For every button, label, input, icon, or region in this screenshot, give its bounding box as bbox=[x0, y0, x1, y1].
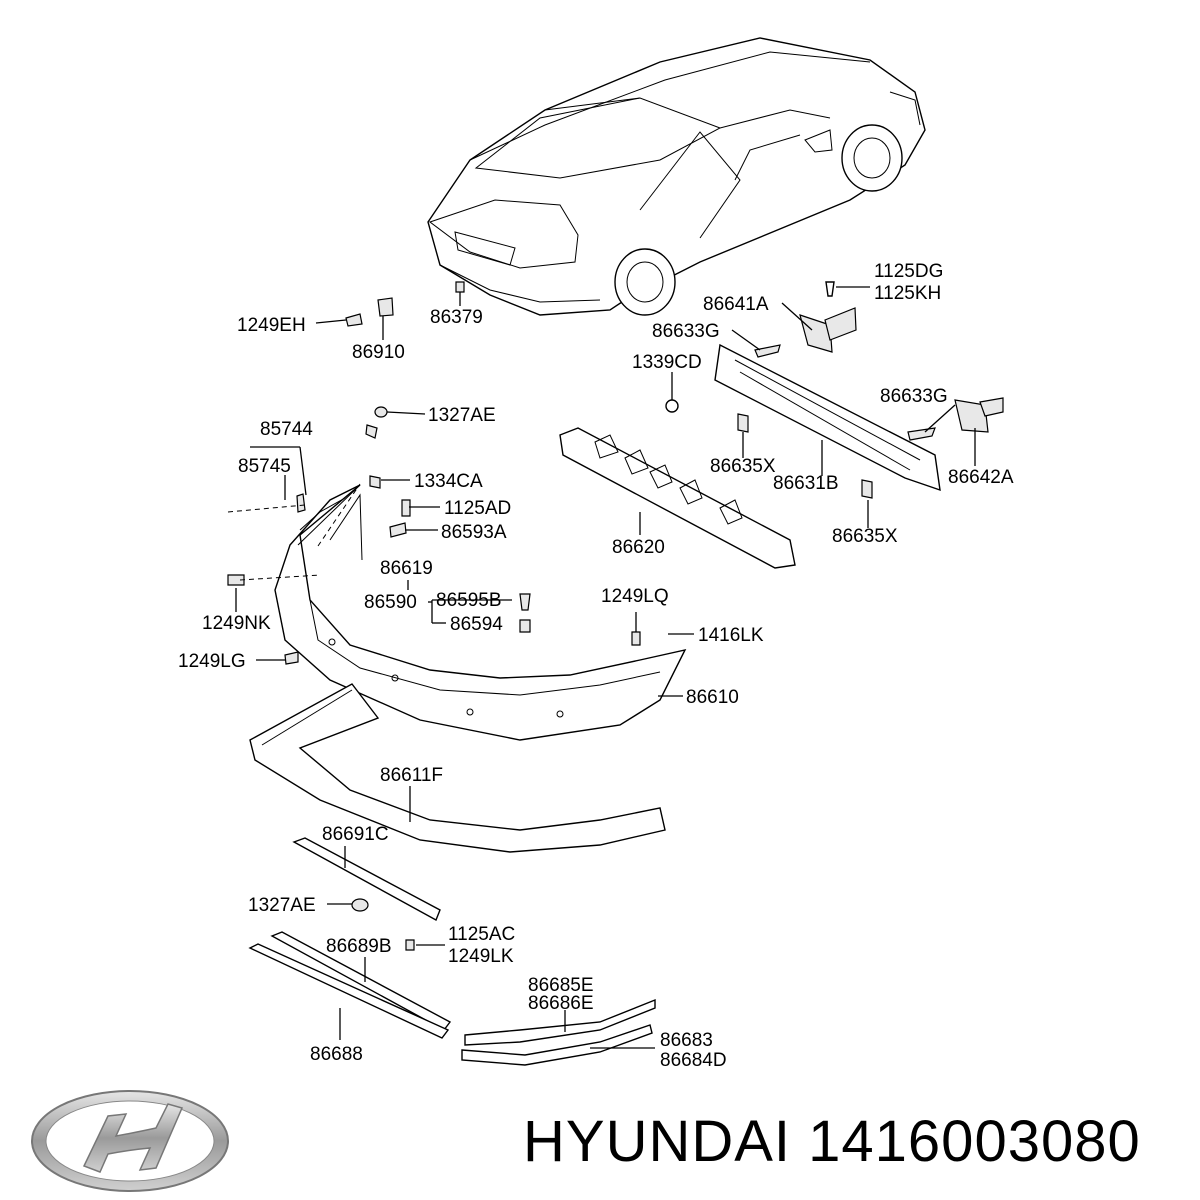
label-86619: 86619 bbox=[380, 558, 433, 579]
label-1249EH: 1249EH bbox=[237, 315, 306, 336]
label-86611F: 86611F bbox=[380, 765, 443, 786]
label-1339CD: 1339CD bbox=[632, 352, 702, 373]
label-86610: 86610 bbox=[686, 687, 739, 708]
label-86684D: 86684D bbox=[660, 1050, 727, 1071]
side-molding-upper bbox=[464, 998, 656, 1046]
label-86688: 86688 bbox=[310, 1044, 363, 1065]
part-labels: 1125DG 1125KH 86641A 86633G 1339CD 86633… bbox=[178, 261, 1014, 1071]
label-86910: 86910 bbox=[352, 342, 405, 363]
label-86594: 86594 bbox=[450, 614, 503, 635]
energy-absorber bbox=[559, 427, 796, 569]
label-86595B: 86595B bbox=[436, 590, 502, 611]
label-86635X-left: 86635X bbox=[710, 456, 776, 477]
bumper-cover bbox=[274, 484, 687, 741]
label-86620: 86620 bbox=[612, 537, 665, 558]
label-85744: 85744 bbox=[260, 419, 313, 440]
label-1249LQ: 1249LQ bbox=[601, 586, 669, 607]
rear-beam-assembly bbox=[665, 281, 1004, 499]
part-number: 1416003080 bbox=[808, 1109, 1141, 1174]
car-illustration bbox=[427, 37, 926, 316]
label-86633G-top: 86633G bbox=[652, 321, 720, 342]
label-86642A: 86642A bbox=[948, 467, 1014, 488]
label-86689B: 86689B bbox=[326, 936, 392, 957]
label-1249NK: 1249NK bbox=[202, 613, 271, 634]
label-1327AE-top: 1327AE bbox=[428, 405, 496, 426]
label-86590: 86590 bbox=[364, 592, 417, 613]
label-86691C: 86691C bbox=[322, 824, 389, 845]
label-86379: 86379 bbox=[430, 307, 483, 328]
label-1125KH: 1125KH bbox=[874, 283, 941, 304]
brand-name: HYUNDAI bbox=[523, 1109, 792, 1174]
label-1416LK: 1416LK bbox=[698, 625, 764, 646]
label-86593A: 86593A bbox=[441, 522, 507, 543]
leader-lines bbox=[227, 286, 976, 1049]
molding-upper bbox=[270, 931, 452, 1031]
label-86631B: 86631B bbox=[773, 473, 839, 494]
center-strip bbox=[292, 837, 441, 921]
label-1334CA: 1334CA bbox=[414, 471, 483, 492]
molding-lower bbox=[248, 943, 450, 1039]
label-85745: 85745 bbox=[238, 456, 291, 477]
lower-valance bbox=[249, 683, 666, 853]
label-86683: 86683 bbox=[660, 1030, 713, 1051]
side-molding-lower bbox=[461, 1024, 653, 1066]
hyundai-logo-icon bbox=[31, 1090, 229, 1192]
label-1249LK: 1249LK bbox=[448, 946, 514, 967]
label-1125AC: 1125AC bbox=[448, 924, 515, 945]
label-86685E: 86685E bbox=[528, 975, 594, 996]
small-fasteners bbox=[227, 281, 641, 951]
label-1125DG: 1125DG bbox=[874, 261, 943, 282]
label-1249LG: 1249LG bbox=[178, 651, 246, 672]
label-1327AE-bottom: 1327AE bbox=[248, 895, 316, 916]
label-86633G-right: 86633G bbox=[880, 386, 948, 407]
label-86635X-bottom: 86635X bbox=[832, 526, 898, 547]
label-86686E: 86686E bbox=[528, 993, 594, 1014]
label-86641A: 86641A bbox=[703, 294, 769, 315]
part-number-title: HYUNDAI 1416003080 bbox=[523, 1108, 1141, 1175]
label-1125AD: 1125AD bbox=[444, 498, 511, 519]
